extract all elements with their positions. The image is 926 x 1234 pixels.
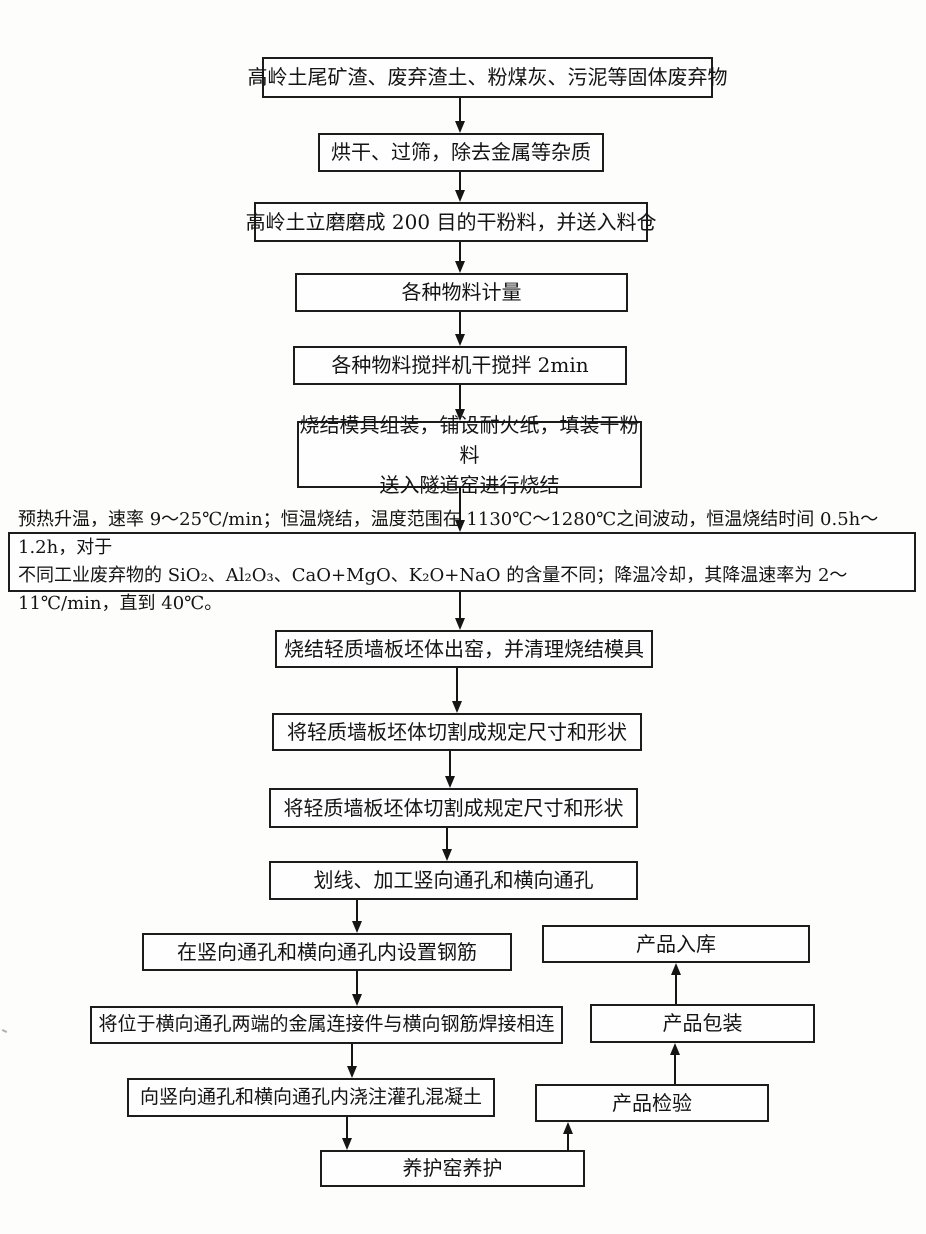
node-cut-to-size-1: 将轻质墙板坯体切割成规定尺寸和形状 <box>272 713 642 751</box>
flow-arrow-n13-n14 <box>347 1044 357 1078</box>
flow-arrow-n4-n5 <box>455 312 465 346</box>
flow-arrow-n1-n2 <box>455 98 465 133</box>
flow-arrow-n5-n6 <box>455 385 465 421</box>
node-out-of-kiln-clean-mold: 烧结轻质墙板坯体出窑，并清理烧结模具 <box>275 630 653 668</box>
flow-arrow-n8-n9 <box>452 668 462 713</box>
flow-arrow-n2-n3 <box>455 172 465 202</box>
node-curing-kiln: 养护窑养护 <box>320 1150 585 1187</box>
node-grind-200-mesh: 高岭土立磨磨成 200 目的干粉料，并送入料仓 <box>246 202 656 242</box>
node-product-warehousing: 产品入库 <box>542 925 810 963</box>
flow-arrow-n6-n7 <box>455 488 465 532</box>
flow-arrow-n11-n12 <box>352 900 362 933</box>
flow-arrow-n17-n18 <box>671 963 681 1004</box>
node-weld-metal-connectors: 将位于横向通孔两端的金属连接件与横向钢筋焊接相连 <box>90 1006 563 1044</box>
node-material-metering: 各种物料计量 <box>295 273 628 312</box>
node-place-rebar-in-holes: 在竖向通孔和横向通孔内设置钢筋 <box>142 933 512 971</box>
node-product-packaging: 产品包装 <box>590 1004 815 1043</box>
flow-arrow-n9-n10 <box>445 751 455 788</box>
flow-arrow-n14-n15 <box>342 1117 352 1150</box>
flow-arrow-n10-n11 <box>442 828 452 861</box>
flow-arrow-n12-n13 <box>352 971 362 1006</box>
node-sintering-process-parameters: 预热升温，速率 9～25℃/min；恒温烧结，温度范围在 1130℃～1280℃… <box>8 509 916 614</box>
node-dry-sieve: 烘干、过筛，除去金属等杂质 <box>318 133 604 172</box>
node-mold-assembly-to-kiln: 烧结模具组装，铺设耐火纸，填装干粉料 送入隧道窑进行烧结 <box>297 413 642 497</box>
flow-arrow-n16-n17 <box>670 1043 680 1084</box>
node-cut-to-size-2: 将轻质墙板坯体切割成规定尺寸和形状 <box>269 788 638 828</box>
node-product-inspection: 产品检验 <box>535 1084 769 1122</box>
scan-artifact <box>1 1029 8 1033</box>
node-pour-grout-concrete: 向竖向通孔和横向通孔内浇注灌孔混凝土 <box>127 1078 495 1117</box>
node-dry-mixing-2min: 各种物料搅拌机干搅拌 2min <box>293 346 627 385</box>
flow-arrow-n7-n8 <box>455 592 465 630</box>
node-scribe-machine-holes: 划线、加工竖向通孔和横向通孔 <box>269 861 638 900</box>
flow-arrow-n3-n4 <box>455 242 465 273</box>
flow-arrow-n15-n16 <box>563 1122 573 1150</box>
node-raw-materials: 高岭土尾矿渣、废弃渣土、粉煤灰、污泥等固体废弃物 <box>248 57 728 98</box>
